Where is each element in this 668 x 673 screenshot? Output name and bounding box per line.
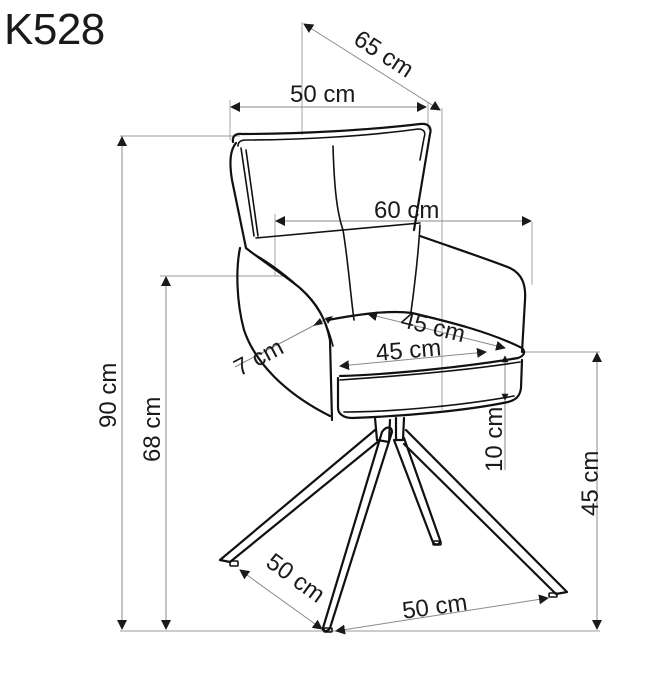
seat-depth-dimension-line xyxy=(367,311,506,351)
arm-width-label: 60 cm xyxy=(374,197,439,224)
chair-outline xyxy=(218,122,569,633)
base-width-label: 50 cm xyxy=(401,589,469,625)
model-title: K528 xyxy=(4,5,105,54)
extension-lines xyxy=(120,22,600,632)
dimension-lines xyxy=(117,23,602,635)
dimension-labels: 65 cm 50 cm 60 cm 45 cm 45 cm 7 cm 90 cm… xyxy=(95,25,604,625)
arm-height-label: 68 cm xyxy=(139,397,166,462)
depth-total-dimension-line xyxy=(303,23,441,111)
backrest-width-label: 50 cm xyxy=(290,81,355,108)
total-height-label: 90 cm xyxy=(95,363,122,428)
seat-width-dimension-line xyxy=(339,347,487,371)
seat-width-label: 45 cm xyxy=(375,334,442,367)
seat-height-label: 45 cm xyxy=(577,451,604,516)
base-depth-label: 50 cm xyxy=(261,548,330,608)
arm-thickness-label: 7 cm xyxy=(230,334,289,382)
base-depth-dimension-line xyxy=(239,569,323,630)
base-width-dimension-line xyxy=(335,594,549,635)
seat-thickness-label: 10 cm xyxy=(481,407,508,472)
